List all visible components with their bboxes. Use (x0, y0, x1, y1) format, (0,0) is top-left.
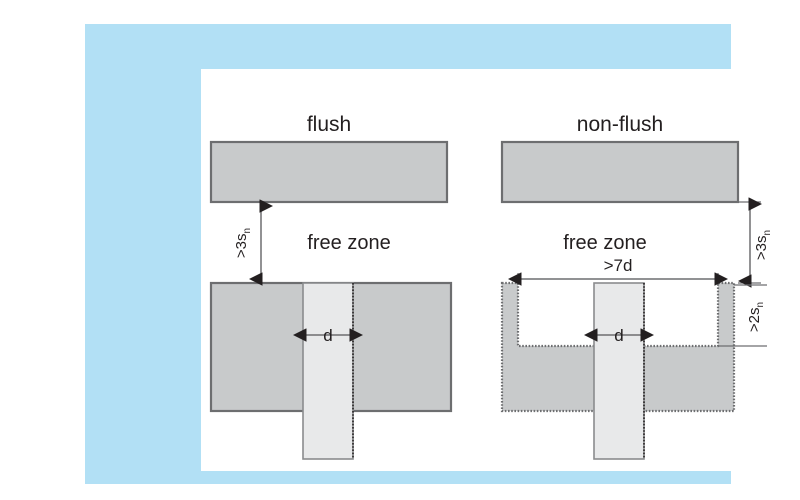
left-target-bar (302, 282, 354, 460)
left-flush-group: flush >3sn free zone d (209, 113, 453, 460)
right-width-dimension-label: >7d (604, 256, 633, 275)
right-title: non-flush (577, 113, 663, 136)
diagram-panel: flush >3sn free zone d non- (201, 69, 784, 471)
right-nonflush-group: non-flush free zone >7d (500, 113, 773, 460)
left-title: flush (307, 113, 351, 136)
left-gap-dimension-label: >3sn (233, 228, 253, 258)
left-free-zone-label: free zone (307, 232, 390, 254)
right-upper-block (500, 140, 740, 204)
diagram-stage: flush >3sn free zone d non- (201, 69, 784, 471)
right-free-zone-label: free zone (563, 232, 646, 254)
right-depth-dimension-label: >2sn (746, 302, 766, 332)
left-d-dimension-label: d (323, 326, 332, 345)
right-gap-dimension-label: >3sn (753, 230, 773, 260)
right-target-bar (593, 282, 645, 460)
blue-border-frame: flush >3sn free zone d non- (85, 24, 784, 484)
left-upper-block (209, 140, 449, 204)
mounting-clearance-diagram: flush >3sn free zone d non- (209, 113, 773, 460)
right-d-dimension-label: d (614, 326, 623, 345)
